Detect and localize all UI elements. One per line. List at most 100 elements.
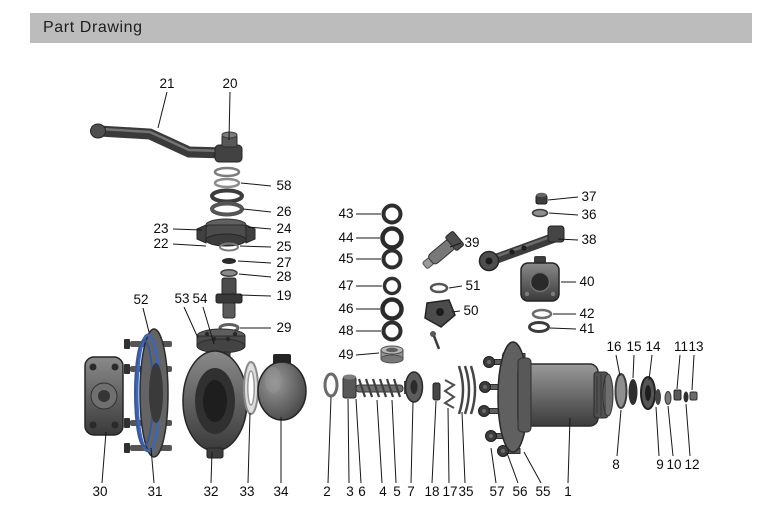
part-number-27: 27	[276, 255, 291, 270]
part-34-ball	[257, 354, 307, 421]
leader-line-54	[202, 306, 215, 345]
part-number-51: 51	[465, 278, 480, 293]
part-number-53: 53	[174, 291, 189, 306]
leader-line-37	[547, 196, 579, 201]
part-50-bracket	[424, 299, 456, 350]
part-number-41: 41	[579, 321, 594, 336]
part-number-21: 21	[159, 76, 174, 91]
leader-line-26	[242, 208, 272, 213]
leader-line-33	[247, 412, 251, 484]
part-15-disc	[628, 379, 638, 405]
part-18-pin	[432, 382, 441, 401]
leader-line-9	[655, 406, 660, 457]
part-44-oring	[380, 226, 404, 250]
part-51-oring	[429, 282, 449, 294]
leader-line-13	[691, 354, 695, 391]
part-number-20: 20	[222, 76, 237, 91]
part-4-5-stem-spring	[355, 378, 404, 398]
part-number-46: 46	[338, 301, 353, 316]
leader-line-20	[228, 91, 231, 141]
part-38-locking-lever	[478, 225, 565, 272]
part-number-31: 31	[147, 484, 162, 499]
leader-line-12	[685, 403, 691, 457]
part-25-washer	[219, 242, 239, 252]
part-number-49: 49	[338, 347, 353, 362]
part-number-10: 10	[666, 457, 681, 472]
part-41-oring	[528, 321, 550, 333]
part-number-22: 22	[153, 236, 168, 251]
part-10-washer	[664, 391, 672, 405]
part-40-mounting-block	[520, 256, 560, 302]
part-30-end-flange	[84, 356, 124, 436]
leader-line-24	[247, 226, 272, 230]
part-number-58: 58	[276, 178, 291, 193]
part-3-6-bushing	[342, 374, 357, 399]
leader-line-17	[447, 407, 450, 484]
part-45-oring	[381, 248, 403, 270]
part-47-oring	[382, 276, 402, 296]
part-number-30: 30	[92, 484, 107, 499]
leader-line-21	[157, 91, 168, 129]
part-number-13: 13	[688, 339, 703, 354]
part-28-washer	[220, 269, 238, 277]
part-number-38: 38	[581, 232, 596, 247]
part-number-5: 5	[393, 484, 401, 499]
leader-line-10	[667, 405, 674, 457]
leader-line-38	[557, 238, 579, 241]
leader-line-51	[448, 285, 463, 289]
leader-line-49	[355, 352, 380, 356]
part-number-15: 15	[626, 339, 641, 354]
part-number-19: 19	[276, 288, 291, 303]
part-number-26: 26	[276, 204, 291, 219]
part-number-40: 40	[579, 274, 594, 289]
part-35-wave-spring	[457, 365, 477, 415]
leader-line-18	[431, 400, 437, 484]
part-number-56: 56	[512, 484, 527, 499]
part-number-48: 48	[338, 323, 353, 338]
leader-line-39	[449, 242, 462, 248]
part-14-disc	[640, 376, 656, 410]
leader-line-35	[461, 411, 466, 484]
part-39-fitting	[422, 231, 464, 269]
part-36-washer	[531, 208, 549, 218]
leader-line-19	[239, 294, 272, 297]
part-number-32: 32	[203, 484, 218, 499]
part-16-gasket	[614, 373, 628, 409]
part-number-57: 57	[489, 484, 504, 499]
part-number-12: 12	[684, 457, 699, 472]
leader-line-6	[355, 398, 362, 484]
part-number-4: 4	[379, 484, 387, 499]
part-27-oring	[222, 258, 236, 264]
part-number-34: 34	[273, 484, 289, 499]
part-number-50: 50	[463, 303, 478, 318]
part-number-39: 39	[464, 235, 479, 250]
leader-line-7	[410, 401, 414, 484]
part-number-33: 33	[239, 484, 254, 499]
part-number-45: 45	[338, 251, 353, 266]
part-number-54: 54	[192, 291, 208, 306]
part-number-52: 52	[133, 292, 148, 307]
leader-line-55	[523, 451, 542, 484]
part-number-42: 42	[579, 306, 594, 321]
part-number-17: 17	[442, 484, 457, 499]
part-number-44: 44	[338, 230, 354, 245]
part-19-stem	[215, 277, 243, 319]
part-number-55: 55	[535, 484, 550, 499]
part-48-oring	[381, 320, 403, 342]
part-number-25: 25	[276, 239, 291, 254]
leader-line-16	[615, 354, 621, 377]
part-12-washer	[683, 391, 689, 403]
part-number-7: 7	[407, 484, 415, 499]
part-number-24: 24	[276, 221, 292, 236]
part-24-packing-gland	[196, 218, 256, 247]
part-37-nut	[535, 192, 548, 205]
part-number-37: 37	[581, 189, 596, 204]
leader-line-22	[172, 243, 207, 247]
page-title: Part Drawing	[43, 19, 143, 36]
part-2-washer	[323, 372, 339, 398]
part-7-stem-flange	[404, 371, 424, 403]
part-49-seat	[380, 345, 404, 364]
